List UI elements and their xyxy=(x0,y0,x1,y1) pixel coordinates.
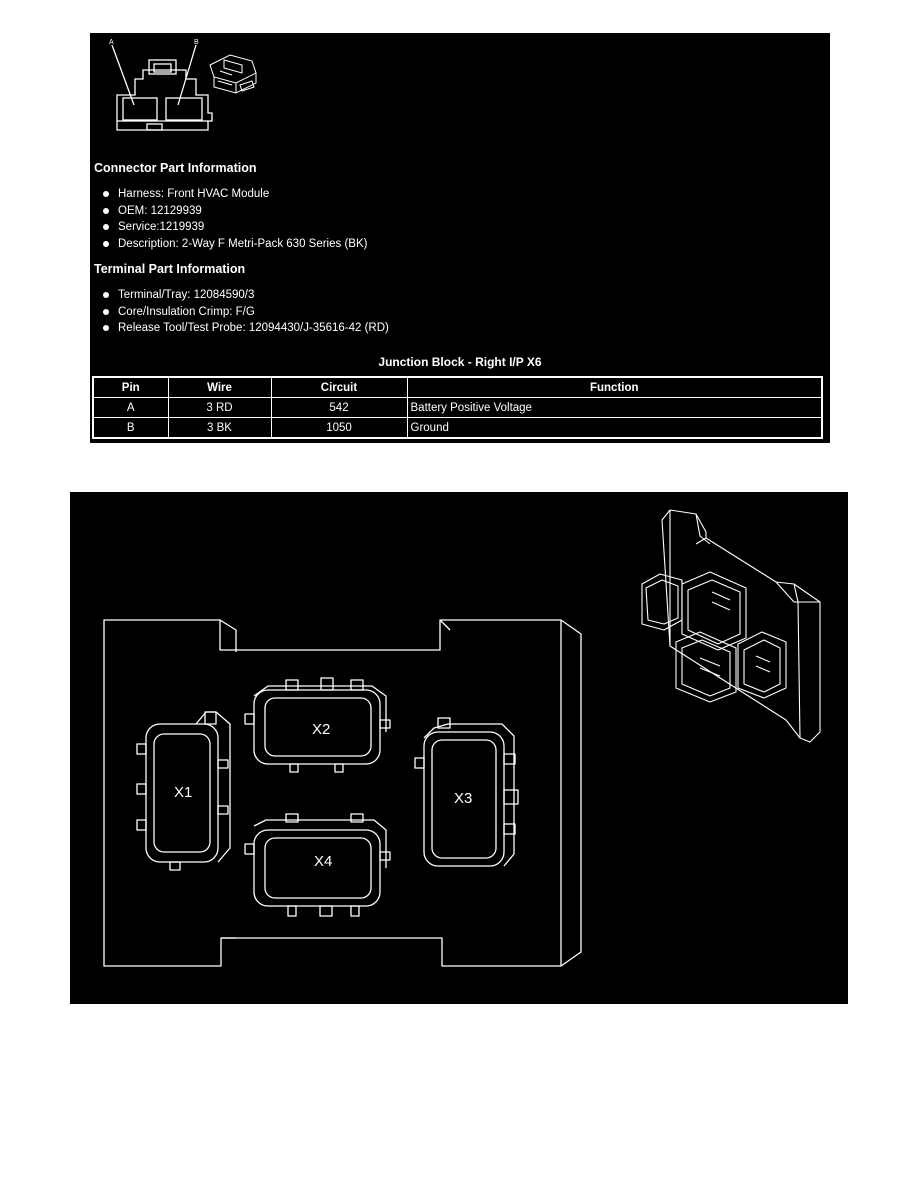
cell-function: Battery Positive Voltage xyxy=(406,397,823,418)
column-header-pin: Pin xyxy=(92,376,169,398)
connector-x3 xyxy=(414,717,519,867)
column-header-wire: Wire xyxy=(167,376,272,398)
connector-x4 xyxy=(244,813,391,917)
connector-label-x3: X3 xyxy=(454,790,472,807)
table-row: B 3 BK 1050 Ground xyxy=(92,417,823,439)
connector-part-info-heading: Connector Part Information xyxy=(94,161,257,175)
connector-x2 xyxy=(244,677,391,773)
junction-block-3d-view xyxy=(641,509,821,743)
list-item: Description: 2-Way F Metri-Pack 630 Seri… xyxy=(94,236,367,253)
junction-block-diagram: X1 X2 X3 X4 xyxy=(103,509,821,967)
connector-info-panel: A B Connector Part Information Harness: … xyxy=(90,33,830,443)
column-header-circuit: Circuit xyxy=(270,376,408,398)
cell-function: Ground xyxy=(406,417,823,439)
list-item: OEM: 12129939 xyxy=(94,203,367,220)
pin-label-b: B xyxy=(194,39,199,46)
connector-label-x1: X1 xyxy=(174,784,192,801)
connector-label-x2: X2 xyxy=(312,721,330,738)
list-item: Core/Insulation Crimp: F/G xyxy=(94,304,389,321)
connector-face-diagram: A B xyxy=(109,39,257,131)
connector-3d-icon xyxy=(209,54,257,94)
pin-label-a: A xyxy=(109,39,114,46)
list-item: Terminal/Tray: 12084590/3 xyxy=(94,287,389,304)
connector-label-x4: X4 xyxy=(314,853,332,870)
pin-table: Pin Wire Circuit Function A 3 RD 542 Bat… xyxy=(92,376,823,439)
table-header-row: Pin Wire Circuit Function xyxy=(92,376,823,398)
connector-part-info-list: Harness: Front HVAC Module OEM: 12129939… xyxy=(94,186,367,252)
pin-table-title: Junction Block - Right I/P X6 xyxy=(378,355,542,369)
column-header-function: Function xyxy=(406,376,823,398)
cell-circuit: 1050 xyxy=(270,417,408,439)
cell-pin: B xyxy=(92,417,169,439)
connector-x1 xyxy=(136,711,231,871)
terminal-part-info-list: Terminal/Tray: 12084590/3 Core/Insulatio… xyxy=(94,287,389,337)
cell-pin: A xyxy=(92,397,169,418)
list-item: Harness: Front HVAC Module xyxy=(94,186,367,203)
list-item: Service:1219939 xyxy=(94,219,367,236)
junction-block-panel: X1 X2 X3 X4 xyxy=(70,492,848,1004)
cell-circuit: 542 xyxy=(270,397,408,418)
cell-wire: 3 BK xyxy=(167,417,272,439)
cell-wire: 3 RD xyxy=(167,397,272,418)
terminal-part-info-heading: Terminal Part Information xyxy=(94,262,246,276)
table-row: A 3 RD 542 Battery Positive Voltage xyxy=(92,397,823,418)
list-item: Release Tool/Test Probe: 12094430/J-3561… xyxy=(94,320,389,337)
